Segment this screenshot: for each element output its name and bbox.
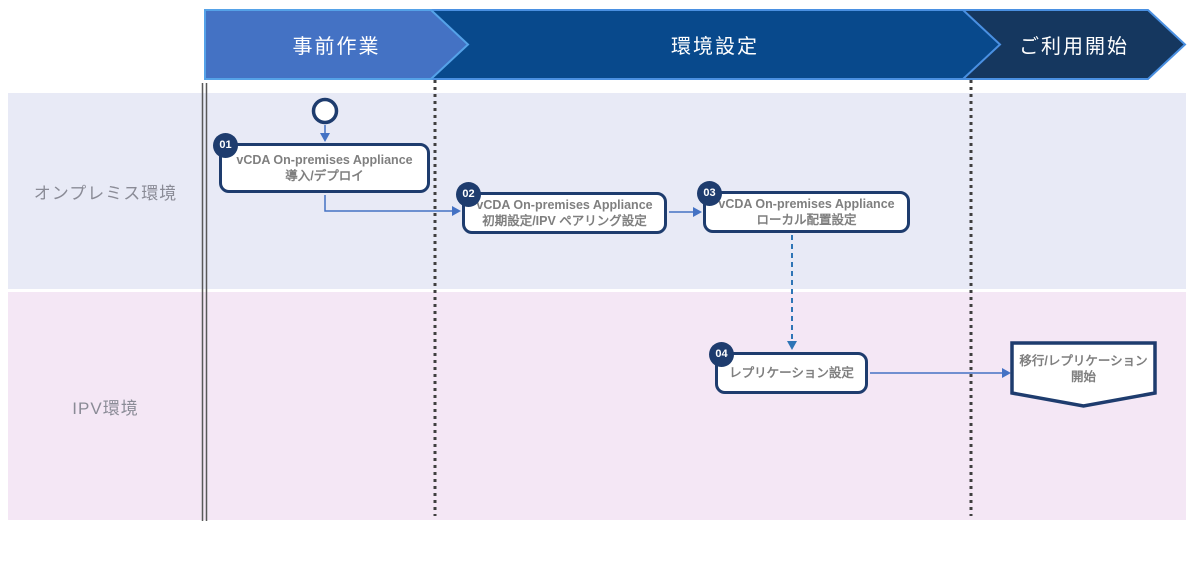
step-box-local-placement: 03 vCDA On-premises Appliance ローカル配置設定: [697, 181, 910, 233]
swimlane-ipv: IPV環境: [8, 292, 1186, 520]
end-node-line1: 移行/レプリケーション: [1019, 353, 1148, 368]
swimlane-onpremises: オンプレミス環境: [8, 93, 1186, 289]
step-title-line1: レプリケーション設定: [729, 365, 854, 380]
phase-label-preliminary-work: 事前作業: [292, 36, 381, 58]
phase-label-environment-setup: 環境設定: [671, 36, 759, 58]
end-node-label: 移行/レプリケーション 開始: [1014, 347, 1153, 391]
step-box-deploy-appliance: 01 vCDA On-premises Appliance 導入/デプロイ: [213, 133, 430, 193]
step-number-badge: 03: [697, 181, 722, 206]
swimlane-onpremises-label: オンプレミス環境: [33, 183, 178, 203]
step-title-line1: vCDA On-premises Appliance: [476, 197, 653, 212]
step-number-badge: 04: [709, 342, 734, 367]
step-number-badge: 02: [456, 182, 481, 207]
end-node-line2: 開始: [1070, 370, 1096, 384]
step-box-replication-setup: 04 レプリケーション設定: [709, 342, 868, 394]
phase-label-start-of-use: ご利用開始: [1019, 36, 1129, 58]
step-title-line2: ローカル配置設定: [756, 213, 857, 227]
step-title-line1: vCDA On-premises Appliance: [718, 196, 895, 211]
step-title-line1: vCDA On-premises Appliance: [236, 152, 413, 167]
step-title-line2: 初期設定/IPV ペアリング設定: [482, 214, 647, 228]
step-number-badge: 01: [213, 133, 238, 158]
swimlane-ipv-label: IPV環境: [72, 398, 139, 418]
step-box-initial-setup-pairing: 02 vCDA On-premises Appliance 初期設定/IPV ペ…: [456, 182, 667, 234]
step-title-line2: 導入/デプロイ: [285, 169, 364, 183]
